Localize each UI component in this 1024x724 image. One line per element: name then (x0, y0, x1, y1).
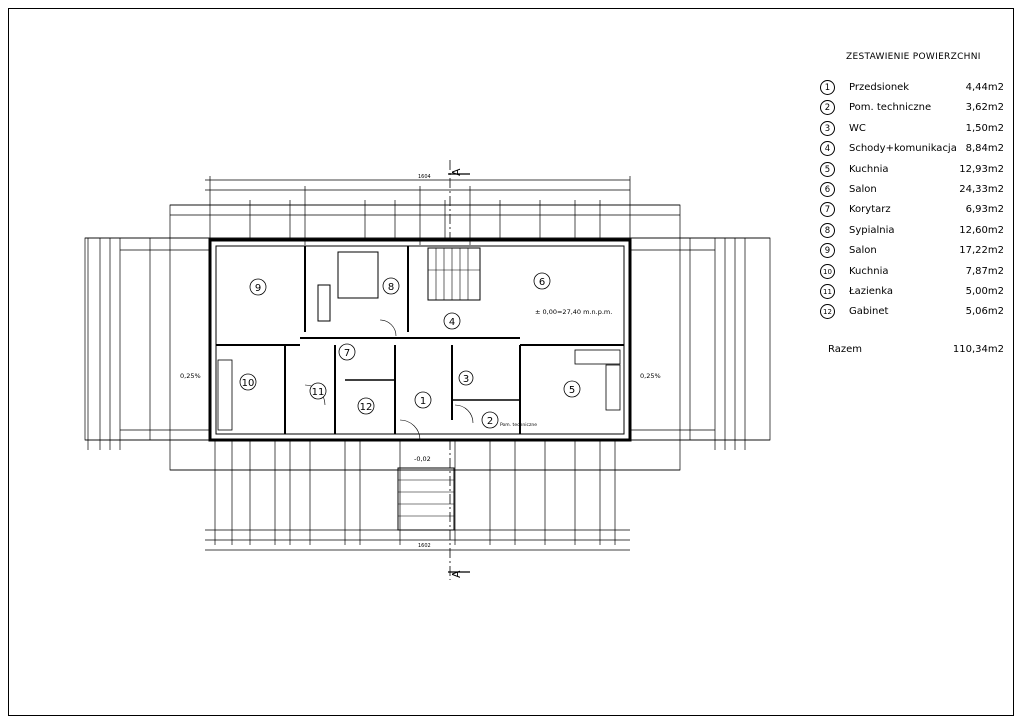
room-number-circle: 3 (820, 120, 835, 136)
svg-text:11: 11 (312, 387, 325, 398)
room-name: Salon (849, 184, 877, 195)
room-name: Gabinet (849, 306, 889, 318)
room-number-circle: 12 (820, 304, 835, 320)
room-mark-9: 9 (249, 278, 267, 296)
room-mark-8: 8 (382, 277, 400, 295)
tech-room-label: Pom. techniczne (500, 422, 537, 428)
room-number-circle: 4 (820, 141, 835, 157)
level-entry-label: -0,02 (414, 455, 431, 463)
room-area: 12,60m2 (959, 224, 1004, 236)
svg-text:8: 8 (388, 282, 394, 293)
room-mark-1: 1 (414, 391, 432, 409)
room-number-circle: 2 (820, 100, 835, 116)
area-schedule-row: 12 Gabinet 5,06m2 (812, 304, 1017, 322)
room-number-circle: 11 (820, 284, 835, 299)
room-area: 24,33m2 (959, 184, 1004, 195)
room-mark-2: 2 (481, 411, 499, 429)
room-area: 12,93m2 (959, 163, 1004, 175)
area-schedule-row: 10 Kuchnia 7,87m2 (812, 263, 1017, 282)
room-mark-7: 7 (338, 343, 356, 361)
slope-left-label: 0,25% (180, 372, 201, 380)
section-mark-top: A (450, 168, 463, 176)
room-number-circle: 8 (820, 222, 835, 238)
room-mark-5: 5 (563, 380, 581, 398)
room-number-circle: 9 (820, 243, 835, 259)
total-label: Razem (828, 344, 862, 355)
svg-text:6: 6 (539, 277, 545, 288)
svg-text:5: 5 (569, 385, 575, 396)
svg-text:4: 4 (449, 317, 455, 328)
room-area: 5,00m2 (965, 286, 1004, 297)
area-schedule-title: ZESTAWIENIE POWIERZCHNI (846, 52, 981, 62)
room-name: Schody+komunikacja (849, 143, 957, 155)
room-area: 8,84m2 (965, 143, 1004, 155)
room-area: 7,87m2 (965, 265, 1004, 277)
room-area: 3,62m2 (965, 102, 1004, 114)
section-mark-bottom: A (450, 570, 463, 578)
svg-text:7: 7 (344, 348, 350, 359)
total-value: 110,34m2 (952, 344, 1004, 355)
room-mark-11: 11 (309, 382, 327, 400)
room-number-circle: 10 (820, 263, 835, 279)
area-schedule-row: 2 Pom. techniczne 3,62m2 (812, 100, 1017, 118)
area-schedule-row: 4 Schody+komunikacja 8,84m2 (812, 141, 1017, 159)
room-mark-12: 12 (357, 397, 375, 415)
svg-text:1: 1 (420, 396, 426, 407)
room-name: Kuchnia (849, 265, 889, 277)
area-schedule-row: 11 Łazienka 5,00m2 (812, 284, 1017, 302)
area-schedule-row: 9 Salon 17,22m2 (812, 243, 1017, 261)
svg-text:12: 12 (360, 402, 373, 413)
level-main-label: ± 0,00=27,40 m.n.p.m. (535, 308, 612, 316)
room-mark-3: 3 (458, 370, 474, 386)
room-name: Korytarz (849, 204, 891, 216)
room-number-circle: 5 (820, 161, 835, 177)
room-area: 1,50m2 (965, 122, 1004, 134)
room-mark-6: 6 (533, 272, 551, 290)
area-schedule-row: 1 Przedsionek 4,44m2 (812, 80, 1017, 98)
room-name: WC (849, 122, 866, 134)
dim-top-total: 1604 (418, 174, 431, 180)
room-number-circle: 7 (820, 202, 835, 218)
room-name: Pom. techniczne (849, 102, 932, 114)
room-name: Kuchnia (849, 163, 889, 175)
svg-text:9: 9 (255, 283, 261, 294)
area-schedule-row: 8 Sypialnia 12,60m2 (812, 222, 1017, 241)
room-name: Przedsionek (849, 82, 910, 93)
room-area: 17,22m2 (959, 245, 1004, 257)
room-area: 6,93m2 (965, 204, 1004, 216)
room-area: 5,06m2 (965, 306, 1004, 318)
slope-right-label: 0,25% (640, 372, 661, 380)
area-schedule-row: 7 Korytarz 6,93m2 (812, 202, 1017, 220)
area-schedule-row: 3 WC 1,50m2 (812, 120, 1017, 139)
room-area: 4,44m2 (965, 82, 1004, 93)
drawing-frame (8, 8, 1014, 716)
svg-text:10: 10 (242, 378, 255, 389)
dim-bottom-total: 1602 (418, 543, 431, 549)
room-number-circle: 1 (820, 80, 835, 95)
room-name: Sypialnia (849, 224, 895, 236)
area-schedule-row: 5 Kuchnia 12,93m2 (812, 161, 1017, 180)
room-number-circle: 6 (820, 182, 835, 197)
room-name: Salon (849, 245, 877, 257)
svg-text:3: 3 (463, 374, 469, 385)
svg-text:2: 2 (487, 416, 493, 427)
room-mark-4: 4 (443, 312, 461, 330)
room-name: Łazienka (849, 286, 894, 297)
room-mark-10: 10 (239, 373, 257, 391)
area-schedule-row: 6 Salon 24,33m2 (812, 182, 1017, 200)
